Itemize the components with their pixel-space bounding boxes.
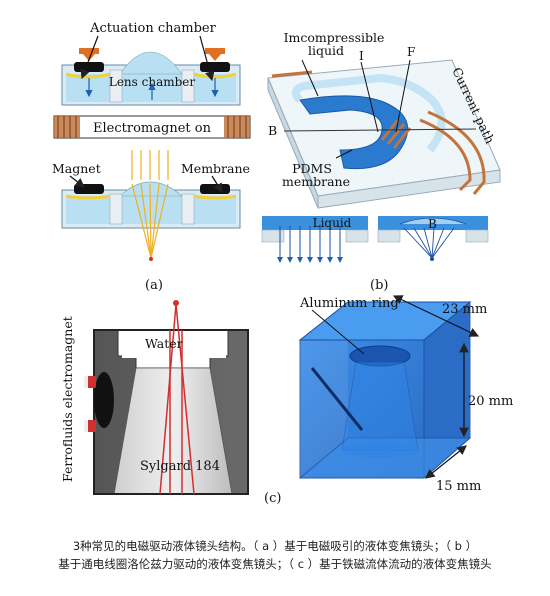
channel-rod <box>310 367 364 431</box>
magnet-left <box>74 62 104 72</box>
label-membrane: Membrane <box>181 161 250 176</box>
panel-a-tag: (a) <box>145 278 163 293</box>
magnet-right <box>200 62 230 72</box>
label-pdms: PDMS <box>292 161 332 176</box>
push-arrow-right <box>205 48 225 61</box>
label-I: I <box>359 49 364 63</box>
panel-c-cube: Aluminum ring 23 mm 20 mm 15 mm (c) <box>264 295 513 506</box>
electromagnet-coils <box>84 376 96 432</box>
liquid-diagram-left <box>261 216 369 263</box>
liquid-diagram-right <box>377 216 489 261</box>
label-B: B <box>268 123 277 138</box>
label-sylgard: Sylgard 184 <box>140 459 220 474</box>
coil-current-path <box>271 70 486 195</box>
panel-c-tag: (c) <box>264 491 281 506</box>
label-incompressible-liquid-1: Imcompressible <box>284 30 385 45</box>
label-magnet: Magnet <box>52 161 101 176</box>
label-actuation-chamber: Actuation chamber <box>89 21 216 36</box>
label-15mm: 15 mm <box>436 479 481 494</box>
laser-beam <box>159 303 195 495</box>
caption-line-1: 3种常见的电磁驱动液体镜头结构。（ a ）基于电磁吸引的液体变焦镜头；（ b ） <box>72 539 478 553</box>
label-electromagnet-on: Electromagnet on <box>93 121 212 136</box>
label-ferrofluids-electromagnet: Ferrofluids electromagnet <box>60 316 75 482</box>
light-rays <box>131 150 169 259</box>
caption-line-2: 基于通电线圈洛伦兹力驱动的液体变焦镜头；（ c ）基于铁磁流体流动的液体变焦镜头 <box>58 557 492 571</box>
label-aluminum-ring: Aluminum ring <box>299 296 399 311</box>
panel-c-ferrofluid: Ferrofluids electromagnet Water Sylgard … <box>60 300 249 495</box>
label-20mm: 20 mm <box>468 394 513 409</box>
ferrofluid <box>94 372 114 428</box>
label-lens-chamber: Lens chamber <box>109 75 196 89</box>
label-liquid: Liquid <box>313 216 352 230</box>
label-water: Water <box>145 336 183 351</box>
label-F: F <box>407 45 415 59</box>
panel-b-tag: (b) <box>370 278 388 293</box>
push-arrow-left <box>79 48 99 61</box>
label-incompressible-liquid-2: liquid <box>308 43 344 58</box>
label-membrane-b: membrane <box>282 174 350 189</box>
b-axis-line <box>283 128 477 132</box>
lens-device-bottom <box>61 150 241 261</box>
label-B-small: B <box>428 217 437 231</box>
dimension-arrows <box>392 295 480 479</box>
label-23mm: 23 mm <box>442 302 487 317</box>
liquid-channel <box>299 95 409 170</box>
electromagnet-bar <box>53 115 251 139</box>
panel-a: Actuation chamber Lens chamber Electroma… <box>52 21 251 293</box>
aluminum-ring <box>349 345 411 367</box>
panel-b: Imcompressible liquid I F Current path B… <box>261 30 501 293</box>
